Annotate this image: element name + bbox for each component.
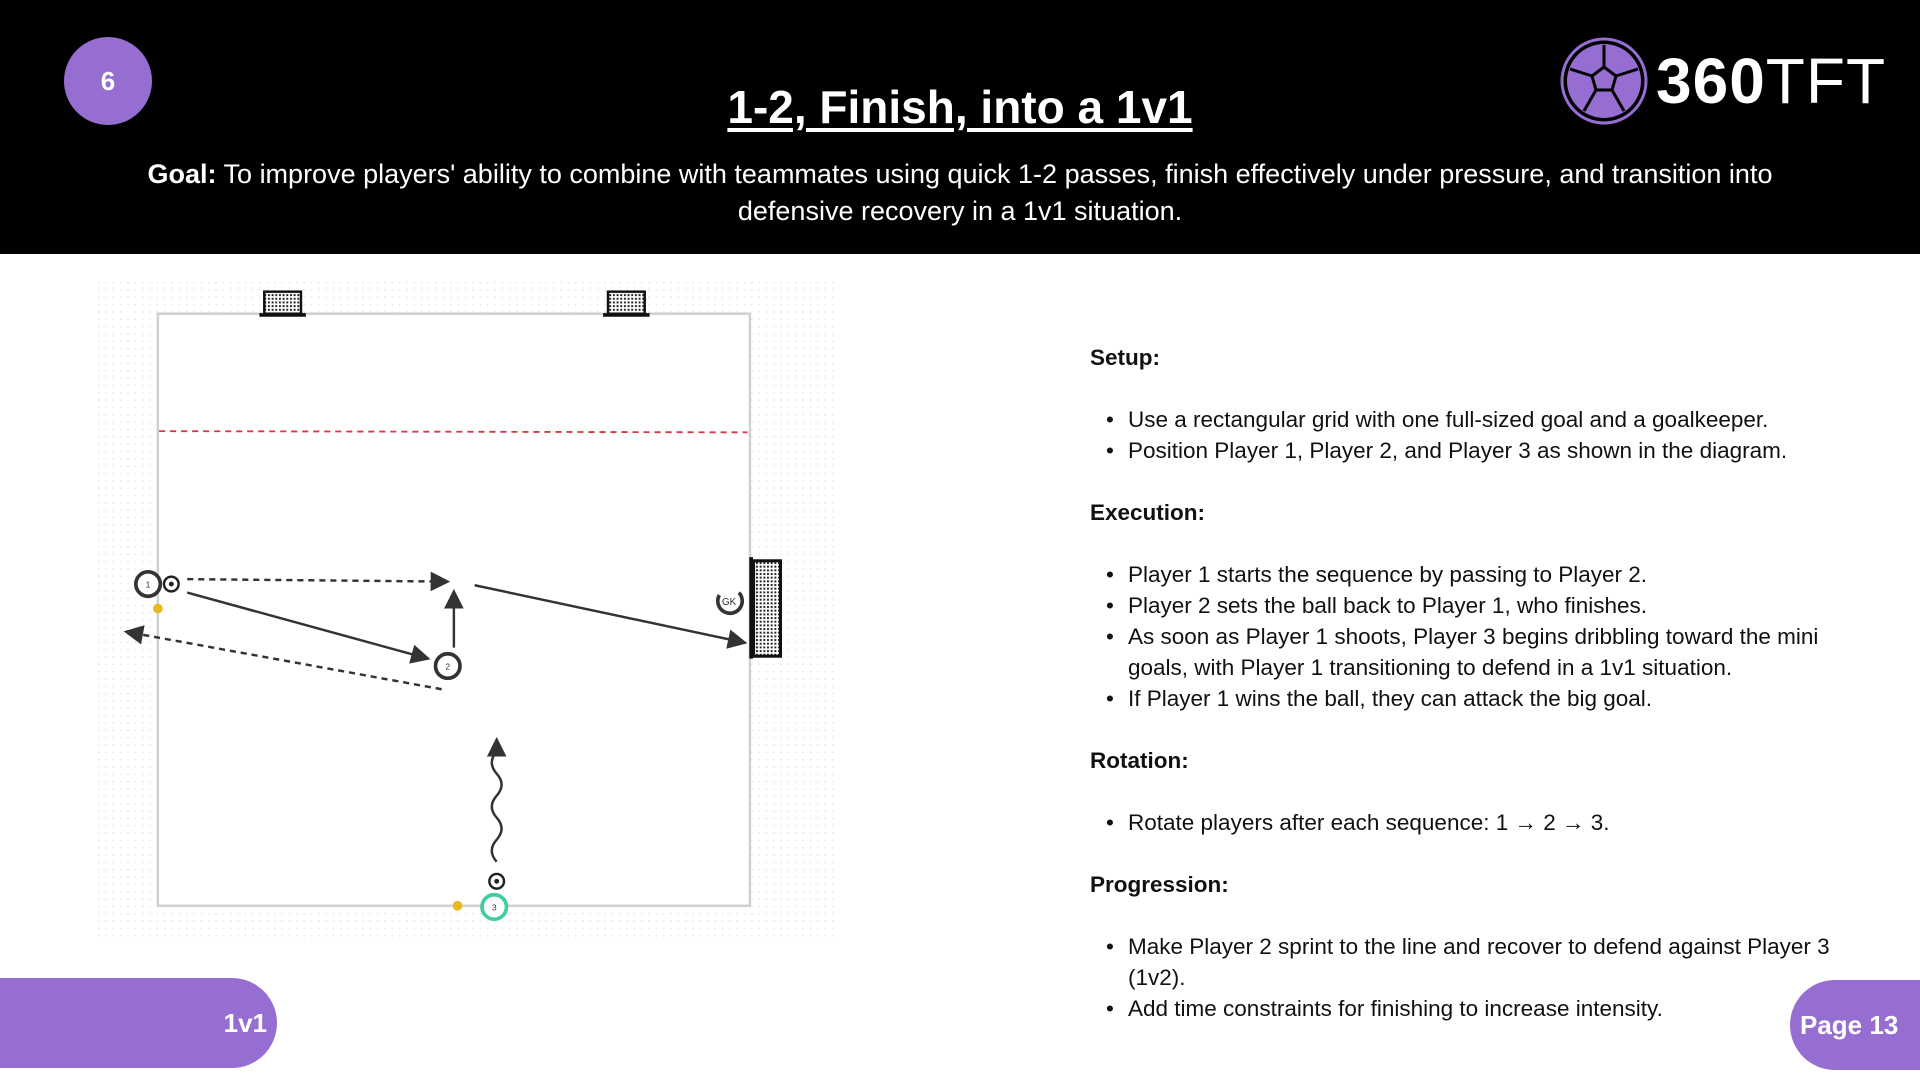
goal-label: Goal: [147, 159, 217, 189]
list-item: Rotate players after each sequence: 1 → … [1090, 807, 1870, 838]
list-item: As soon as Player 1 shoots, Player 3 beg… [1090, 621, 1870, 683]
big-goal [749, 557, 783, 659]
section-heading-execution: Execution: [1090, 500, 1206, 525]
drill-diagram: 1 2 GK 3 [95, 277, 836, 940]
ball-icon [162, 575, 180, 593]
svg-text:GK: GK [722, 597, 737, 608]
player-2: 2 [433, 651, 462, 681]
player-3: 3 [480, 892, 509, 922]
goalkeeper: GK [715, 591, 745, 616]
ball-icon [488, 872, 506, 890]
instructions: Setup: Use a rectangular grid with one f… [1090, 342, 1870, 1055]
mini-goal-right [603, 290, 650, 317]
setup-list: Use a rectangular grid with one full-siz… [1090, 404, 1870, 466]
mini-goal-left [259, 290, 306, 317]
list-item: Player 2 sets the ball back to Player 1,… [1090, 590, 1870, 621]
rotation-list: Rotate players after each sequence: 1 → … [1090, 807, 1870, 838]
goal-text: To improve players' ability to combine w… [216, 159, 1773, 226]
logo-text: 360TFT [1656, 45, 1887, 117]
goal-description: Goal: To improve players' ability to com… [140, 156, 1780, 230]
header: 6 1-2, Finish, into a 1v1 Goal: To impro… [0, 0, 1920, 254]
svg-text:3: 3 [492, 903, 497, 913]
list-item: Player 1 starts the sequence by passing … [1090, 559, 1870, 590]
dribble-path [486, 736, 507, 863]
marker-cone [452, 900, 463, 911]
logo: 360TFT [1560, 37, 1886, 125]
category-tag: 1v1 [0, 978, 277, 1068]
progression-list: Make Player 2 sprint to the line and rec… [1090, 931, 1870, 1024]
svg-text:2: 2 [445, 662, 450, 672]
drill-number-badge: 6 [64, 37, 152, 125]
red-dashed-line [159, 430, 748, 434]
soccer-ball-icon [1560, 37, 1648, 125]
execution-list: Player 1 starts the sequence by passing … [1090, 559, 1870, 714]
list-item: Position Player 1, Player 2, and Player … [1090, 435, 1870, 466]
section-heading-setup: Setup: [1090, 345, 1160, 370]
recovery-run-dashed [123, 625, 442, 691]
shot-arrow [474, 584, 748, 649]
marker-cone [152, 603, 163, 614]
svg-text:1: 1 [146, 580, 151, 590]
pass-to-player-2 [186, 591, 431, 664]
player-1: 1 [133, 569, 163, 599]
page-number: Page 13 [1790, 980, 1920, 1070]
section-heading-progression: Progression: [1090, 872, 1229, 897]
page-title: 1-2, Finish, into a 1v1 [727, 81, 1193, 133]
list-item: Make Player 2 sprint to the line and rec… [1090, 931, 1870, 993]
list-item: Use a rectangular grid with one full-siz… [1090, 404, 1870, 435]
list-item: If Player 1 wins the ball, they can atta… [1090, 683, 1870, 714]
section-heading-rotation: Rotation: [1090, 748, 1189, 773]
list-item: Add time constraints for finishing to in… [1090, 993, 1870, 1024]
